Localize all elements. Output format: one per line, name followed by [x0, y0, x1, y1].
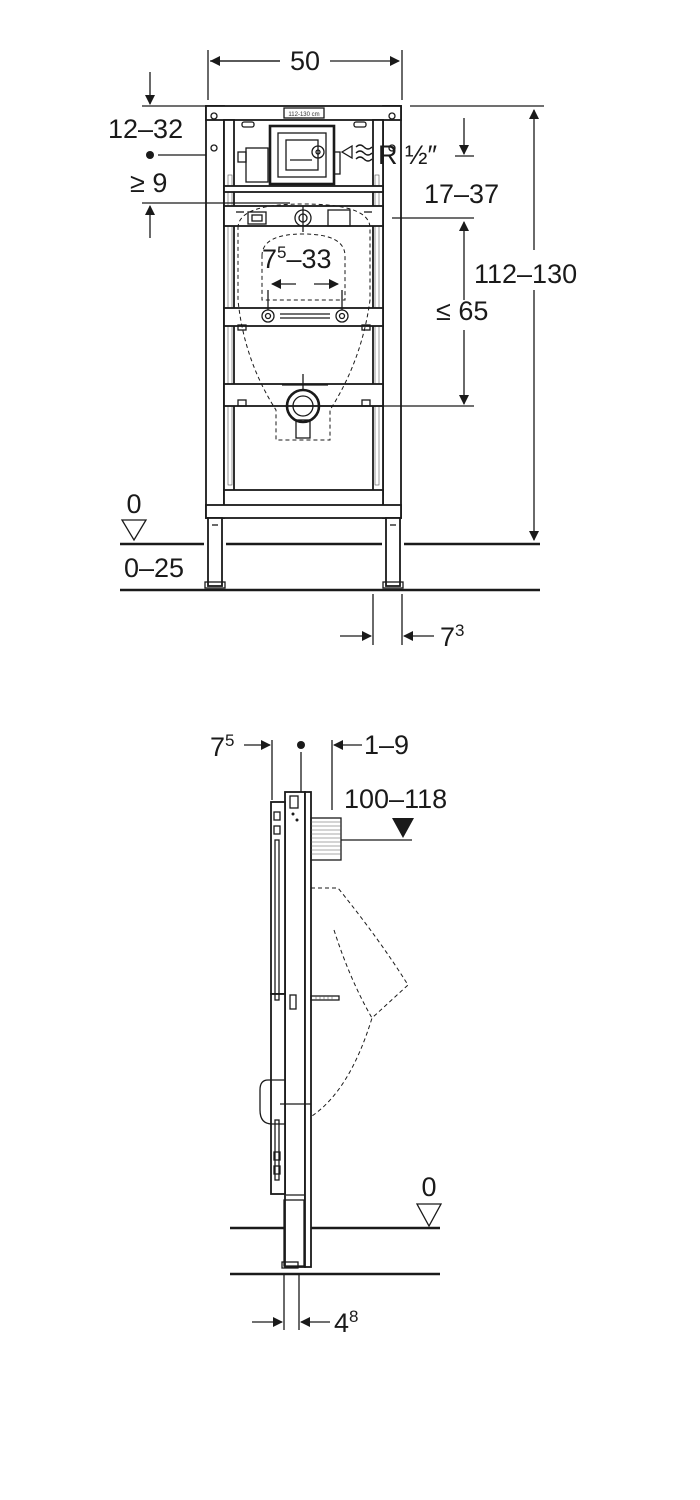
inlet-thread: 100–118 — [310, 784, 447, 861]
foot-dim-label: 73 — [440, 621, 465, 652]
supply-connection: R ½″ — [340, 140, 438, 170]
floor-lines: 0 0–25 — [120, 489, 540, 592]
side-drain-trap — [259, 1079, 311, 1125]
thread-label: R ½″ — [378, 140, 438, 170]
frame: 112-130 cm — [205, 105, 402, 519]
height-dim-label: 112–130 — [474, 259, 577, 289]
top-offset-dimension: 12–32 ≥ 9 — [108, 72, 290, 238]
flush-valve-box — [237, 124, 341, 186]
side-height-label: 100–118 — [344, 784, 447, 814]
max-dimension: ≤ 65 — [320, 296, 488, 407]
floor-range-label: 0–25 — [124, 553, 184, 583]
wall-dim-label: 1–9 — [364, 730, 409, 760]
max-dim-label: ≤ 65 — [436, 296, 488, 326]
side-bottom-label: 48 — [334, 1307, 359, 1338]
top-offset-label: 12–32 — [108, 114, 183, 144]
width-dimension: 50 — [207, 46, 403, 100]
side-floor: 0 — [230, 1172, 443, 1276]
side-top-dimensions: 75 1–9 — [210, 730, 409, 810]
side-mounting-bolt — [310, 995, 340, 1001]
side-bottom-dimension: 48 — [252, 1275, 359, 1338]
side-hatching — [227, 174, 380, 486]
side-view: 75 1–9 — [210, 730, 447, 1338]
feet — [204, 517, 404, 645]
side-offset-label: 75 — [210, 731, 235, 762]
side-floor-label: 0 — [421, 1172, 436, 1202]
bolt-spacing-label: 75–33 — [262, 243, 332, 274]
height-dimension: 112–130 — [410, 105, 577, 541]
foot-dimension: 73 — [340, 621, 465, 652]
bolt-spacing-dimension: 75–33 — [262, 243, 343, 310]
side-urinal-outline — [311, 887, 409, 1117]
side-frame — [270, 791, 312, 1269]
floor-zero-label: 0 — [126, 489, 141, 519]
min-dim-label: ≥ 9 — [130, 168, 167, 198]
upper-dimension: 17–37 — [392, 118, 499, 300]
upper-crossbar-details — [236, 206, 372, 232]
drain-connection — [237, 374, 371, 439]
mounting-bolts — [237, 309, 371, 331]
front-view: 50 112-130 cm — [108, 46, 577, 652]
urinal-outline — [237, 203, 371, 441]
upper-dim-label: 17–37 — [424, 179, 499, 209]
width-dim-label: 50 — [290, 46, 320, 76]
frame-height-tag: 112-130 cm — [288, 112, 319, 118]
